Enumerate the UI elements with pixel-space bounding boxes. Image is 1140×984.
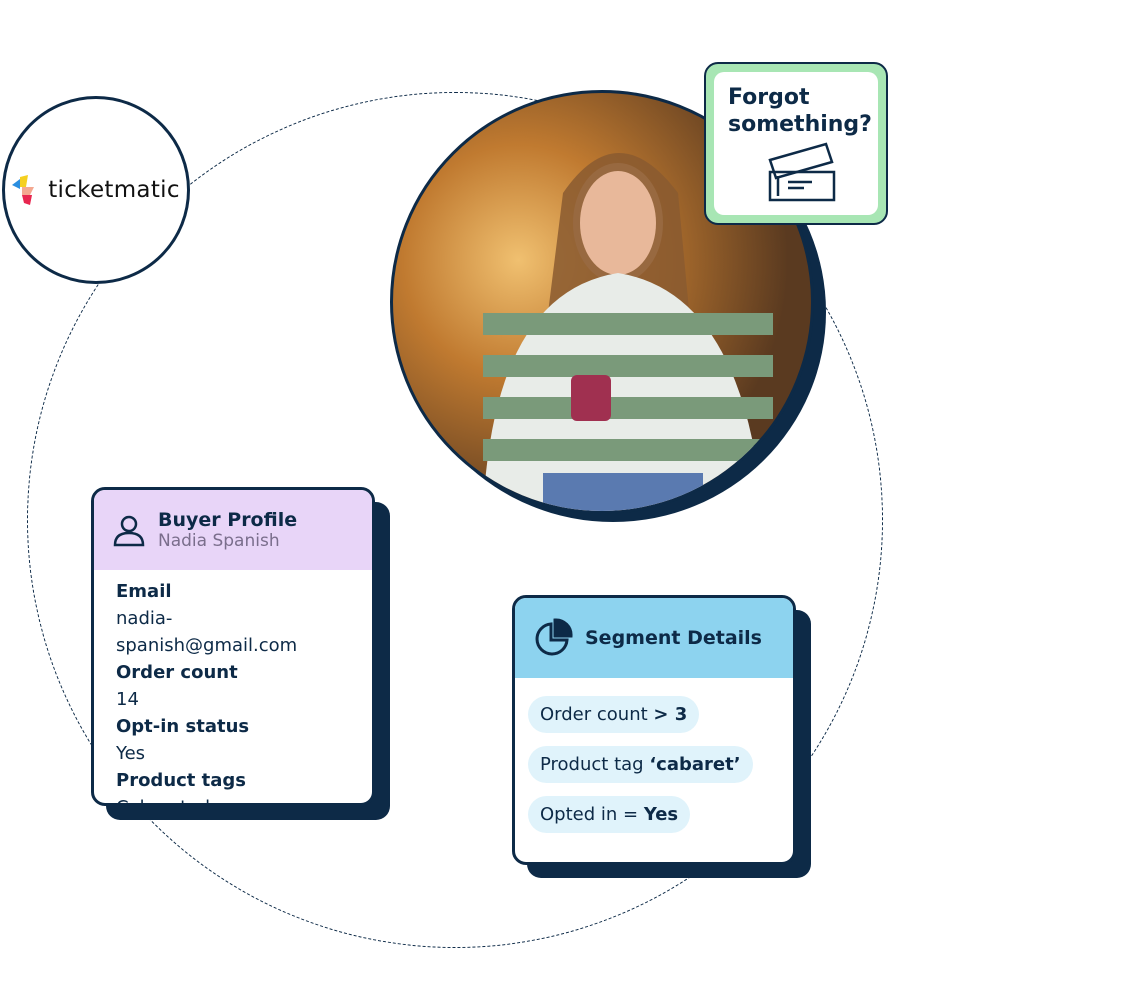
pie-chart-icon [535, 618, 573, 656]
segment-rule: Product tag ‘cabaret’ [528, 746, 753, 783]
card-title: Buyer Profile [158, 509, 298, 531]
buyer-profile-header: Buyer Profile Nadia Spanish [94, 490, 372, 570]
field-label: Email [116, 581, 172, 602]
rule-value: > 3 [653, 704, 688, 725]
rule-value: ‘cabaret’ [649, 754, 741, 775]
field-value: Cabaret, dance [116, 794, 350, 803]
field-value: 14 [116, 689, 139, 710]
rule-value: Yes [643, 804, 679, 825]
card-title: Segment Details [585, 627, 762, 649]
field-value: nadia-spanish@gmail.com [116, 608, 298, 656]
buyer-profile-card: Buyer Profile Nadia Spanish Email nadia-… [91, 487, 375, 806]
forgot-something-notification: Forgot something? [704, 62, 888, 225]
field-label: Opt-in status [116, 716, 250, 737]
title-line-2: something? [728, 112, 872, 137]
field-value: Yes [116, 743, 146, 764]
segment-rule: Order count > 3 [528, 696, 700, 733]
buyer-fields: Email nadia-spanish@gmail.com Order coun… [94, 570, 372, 803]
logo-text: ticketmatic [48, 177, 180, 203]
field-label: Order count [116, 662, 238, 683]
ticketmatic-logo: ticketmatic [2, 96, 190, 284]
ticketmatic-logo-icon [12, 175, 35, 205]
buyer-name: Nadia Spanish [158, 531, 280, 551]
segment-rules: Order count > 3 Product tag ‘cabaret’ Op… [515, 678, 793, 862]
dashed-orbit [27, 92, 883, 948]
field-label: Product tags [116, 770, 247, 791]
segment-details-card: Segment Details Order count > 3 Product … [512, 595, 796, 865]
segment-rule: Opted in = Yes [528, 796, 691, 833]
rule-text: Opted in = [540, 804, 639, 825]
rule-text: Product tag [540, 754, 644, 775]
notification-title: Forgot something? [728, 84, 872, 138]
woman-using-phone-photo [390, 90, 814, 514]
tickets-icon [768, 142, 836, 202]
title-line-1: Forgot [728, 85, 810, 110]
user-icon [113, 515, 145, 547]
rule-text: Order count [540, 704, 648, 725]
segment-header: Segment Details [515, 598, 793, 678]
